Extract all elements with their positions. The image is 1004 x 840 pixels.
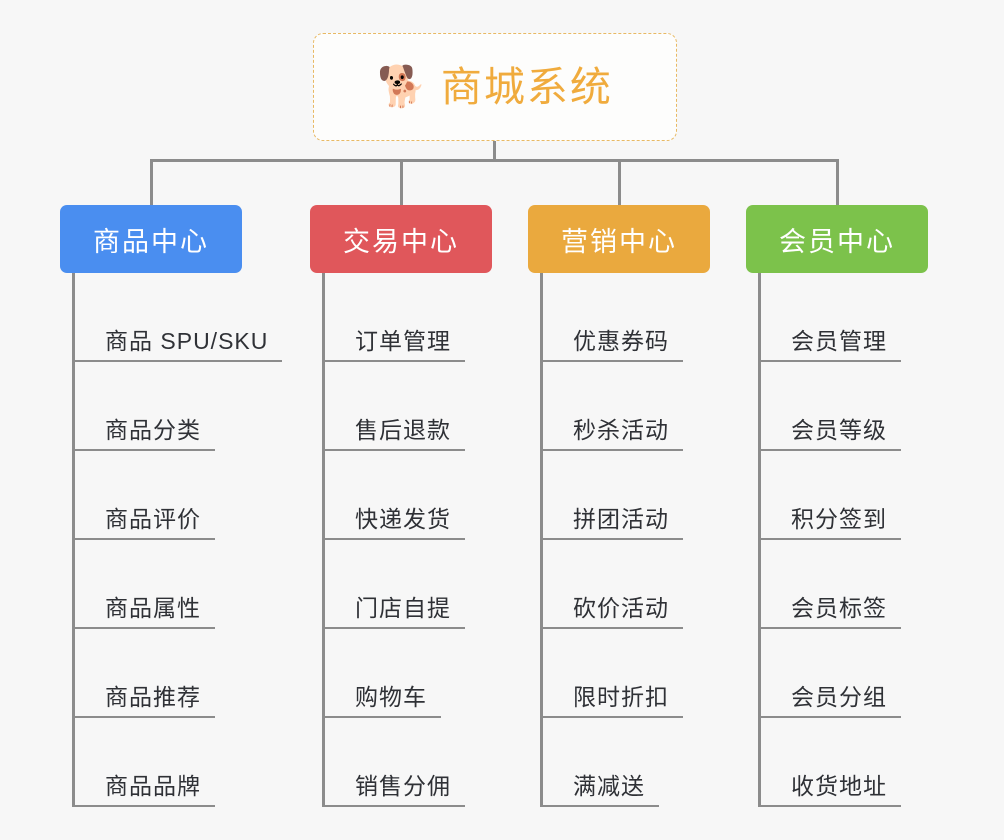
branch-header-label: 营销中心 [561,226,677,257]
leaf-item[interactable]: 限时折扣 [528,629,710,718]
leaf-item-label: 购物车 [355,684,427,710]
leaf-item-label: 销售分佣 [355,773,451,799]
branch-header-member-center[interactable]: 会员中心 [746,205,928,273]
leaf-item[interactable]: 优惠券码 [528,273,710,362]
leaf-item-label: 收货地址 [791,773,887,799]
leaf-list-marketing-center: 优惠券码秒杀活动拼团活动砍价活动限时折扣满减送 [528,273,710,807]
branch-trade-center: 交易中心订单管理售后退款快递发货门店自提购物车销售分佣 [310,205,492,807]
leaf-item[interactable]: 砍价活动 [528,540,710,629]
leaf-item-label: 会员管理 [791,328,887,354]
leaf-item[interactable]: 商品评价 [60,451,242,540]
leaf-item-label: 拼团活动 [573,506,669,532]
leaf-item[interactable]: 门店自提 [310,540,492,629]
connector-drop-member-center [836,159,839,206]
leaf-item[interactable]: 售后退款 [310,362,492,451]
leaf-item[interactable]: 拼团活动 [528,451,710,540]
leaf-item-label: 优惠券码 [573,328,669,354]
branch-header-trade-center[interactable]: 交易中心 [310,205,492,273]
leaf-item-label: 商品分类 [105,417,201,443]
leaf-item[interactable]: 快递发货 [310,451,492,540]
leaf-item-label: 积分签到 [791,506,887,532]
leaf-item[interactable]: 收货地址 [746,718,928,807]
leaf-item-label: 快递发货 [355,506,451,532]
leaf-item[interactable]: 商品分类 [60,362,242,451]
leaf-item-label: 会员标签 [791,595,887,621]
leaf-item-label: 砍价活动 [573,595,669,621]
leaf-item-label: 秒杀活动 [573,417,669,443]
leaf-item[interactable]: 会员分组 [746,629,928,718]
connector-horizontal-bus [150,159,838,162]
branch-product-center: 商品中心商品 SPU/SKU 商品分类商品评价商品属性商品推荐商品品牌 [60,205,282,807]
leaf-item[interactable]: 销售分佣 [310,718,492,807]
leaf-item[interactable]: 秒杀活动 [528,362,710,451]
leaf-item[interactable]: 商品品牌 [60,718,242,807]
branch-rail-trade-center [322,273,325,807]
leaf-item-label: 会员分组 [791,684,887,710]
branch-member-center: 会员中心会员管理会员等级积分签到会员标签会员分组收货地址 [746,205,928,807]
root-title: 商城系统 [440,63,613,110]
leaf-item[interactable]: 商品属性 [60,540,242,629]
leaf-item[interactable]: 会员等级 [746,362,928,451]
leaf-item-label: 订单管理 [355,328,451,354]
branch-header-product-center[interactable]: 商品中心 [60,205,242,273]
shiba-dog-face-icon: 🐕 [377,65,427,109]
leaf-item-label: 售后退款 [355,417,451,443]
leaf-item[interactable]: 订单管理 [310,273,492,362]
branch-rail-marketing-center [540,273,543,807]
leaf-list-product-center: 商品 SPU/SKU 商品分类商品评价商品属性商品推荐商品品牌 [60,273,282,807]
leaf-item[interactable]: 商品 SPU/SKU [60,273,282,362]
leaf-item[interactable]: 积分签到 [746,451,928,540]
leaf-item-label: 商品属性 [105,595,201,621]
leaf-item[interactable]: 购物车 [310,629,492,718]
leaf-item-label: 商品评价 [105,506,201,532]
leaf-item-label: 商品推荐 [105,684,201,710]
connector-drop-trade-center [400,159,403,206]
branch-header-label: 交易中心 [343,226,459,257]
leaf-list-trade-center: 订单管理售后退款快递发货门店自提购物车销售分佣 [310,273,492,807]
branch-header-label: 会员中心 [779,226,895,257]
leaf-item[interactable]: 会员管理 [746,273,928,362]
leaf-item-label: 满减送 [573,773,645,799]
leaf-item-label: 门店自提 [355,595,451,621]
leaf-item[interactable]: 会员标签 [746,540,928,629]
branch-header-marketing-center[interactable]: 营销中心 [528,205,710,273]
leaf-item-label: 商品 SPU/SKU [105,328,269,354]
connector-drop-marketing-center [618,159,621,206]
leaf-item[interactable]: 满减送 [528,718,710,807]
leaf-item[interactable]: 商品推荐 [60,629,242,718]
leaf-item-label: 限时折扣 [573,684,669,710]
branch-header-label: 商品中心 [93,226,209,257]
branch-rail-product-center [72,273,75,807]
root-node[interactable]: 🐕 商城系统 [313,33,677,141]
branch-marketing-center: 营销中心优惠券码秒杀活动拼团活动砍价活动限时折扣满减送 [528,205,710,807]
leaf-list-member-center: 会员管理会员等级积分签到会员标签会员分组收货地址 [746,273,928,807]
connector-drop-product-center [150,159,153,206]
connector-root-stem [493,141,496,161]
leaf-item-label: 商品品牌 [105,773,201,799]
leaf-item-label: 会员等级 [791,417,887,443]
branch-rail-member-center [758,273,761,807]
